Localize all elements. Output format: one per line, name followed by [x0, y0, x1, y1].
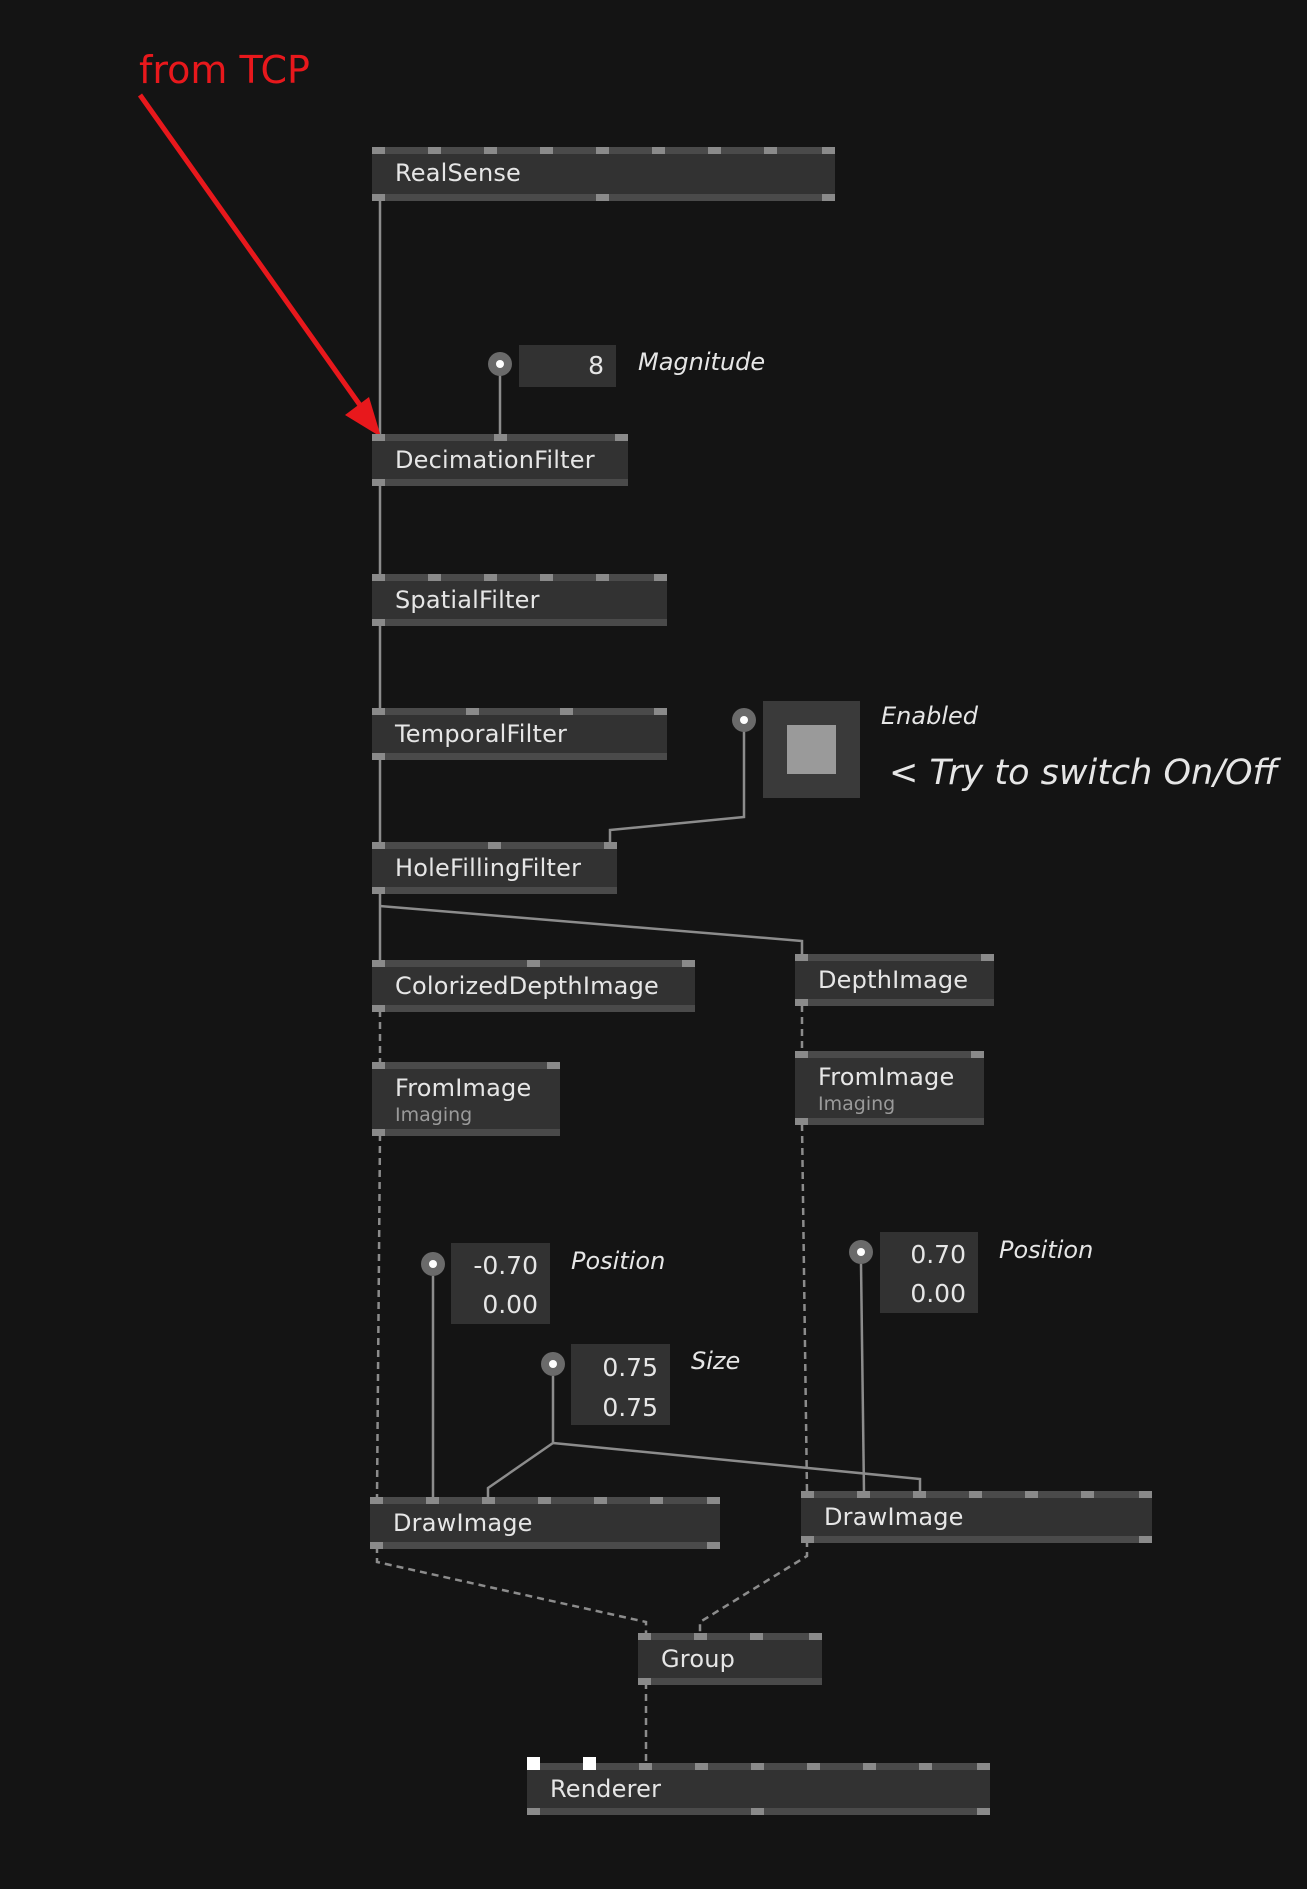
link	[859, 1263, 866, 1494]
link	[800, 1123, 809, 1494]
node-renderer[interactable]: Renderer	[527, 1757, 990, 1815]
position-vector-input[interactable]: -0.70 0.00	[451, 1243, 550, 1324]
position-label: Position	[999, 1236, 1094, 1264]
link	[375, 1546, 648, 1634]
node-drawimage[interactable]: DrawImage	[370, 1497, 720, 1549]
node-temporalfilter[interactable]: TemporalFilter	[372, 708, 667, 760]
annotation-label: from TCP	[139, 48, 310, 92]
pin-knob-icon[interactable]	[541, 1352, 565, 1376]
annotation-arrow	[137, 93, 381, 437]
node-depthimage[interactable]: DepthImage	[795, 954, 994, 1006]
node-fromimage[interactable]: FromImage Imaging	[795, 1051, 984, 1125]
magnitude-label: Magnitude	[638, 348, 766, 376]
node-title: DepthImage	[818, 966, 969, 994]
node-spatialfilter[interactable]: SpatialFilter	[372, 574, 667, 626]
renderer-pin-icon[interactable]	[527, 1757, 540, 1770]
enabled-toggle[interactable]	[763, 701, 860, 798]
node-title: FromImage	[818, 1063, 955, 1091]
link	[486, 1376, 555, 1498]
node-title: DrawImage	[824, 1503, 964, 1531]
node-title: RealSense	[395, 159, 522, 187]
link	[608, 730, 746, 843]
toggle-square-icon	[787, 725, 836, 774]
node-decimationfilter[interactable]: DecimationFilter	[372, 434, 628, 486]
pin-knob-icon[interactable]	[849, 1240, 873, 1264]
pin-knob-icon[interactable]	[488, 352, 512, 376]
enabled-label: Enabled	[881, 702, 978, 730]
node-title: FromImage	[395, 1074, 532, 1102]
node-drawimage[interactable]: DrawImage	[801, 1491, 1152, 1543]
node-realsense[interactable]: RealSense	[372, 147, 835, 201]
node-holefillingfilter[interactable]: HoleFillingFilter	[372, 842, 617, 894]
pin-knob-icon[interactable]	[421, 1252, 445, 1276]
size-label: Size	[691, 1347, 741, 1375]
node-title: HoleFillingFilter	[395, 854, 582, 882]
link	[698, 1540, 809, 1634]
node-title: ColorizedDepthImage	[395, 972, 659, 1000]
position-vector-input[interactable]: 0.70 0.00	[880, 1232, 978, 1313]
position-label: Position	[571, 1247, 666, 1275]
size-vector-input[interactable]: 0.75 0.75	[571, 1344, 670, 1425]
node-title: Group	[661, 1645, 736, 1673]
node-fromimage[interactable]: FromImage Imaging	[372, 1062, 560, 1136]
node-title: DrawImage	[393, 1509, 533, 1537]
node-title: SpatialFilter	[395, 586, 540, 614]
link	[375, 1133, 382, 1499]
node-title: TemporalFilter	[395, 720, 568, 748]
magnitude-input[interactable]: 8	[519, 345, 616, 387]
renderer-pin-icon[interactable]	[583, 1757, 596, 1770]
node-title: Renderer	[550, 1775, 662, 1803]
pin-knob-icon[interactable]	[732, 708, 756, 732]
node-category: Imaging	[818, 1093, 896, 1115]
link	[552, 1441, 922, 1493]
toggle-hint-label: < Try to switch On/Off	[889, 753, 1278, 793]
node-title: DecimationFilter	[395, 446, 595, 474]
node-colorizeddepthimage[interactable]: ColorizedDepthImage	[372, 960, 695, 1012]
link	[379, 904, 804, 956]
node-category: Imaging	[395, 1104, 473, 1126]
node-group[interactable]: Group	[638, 1633, 822, 1685]
